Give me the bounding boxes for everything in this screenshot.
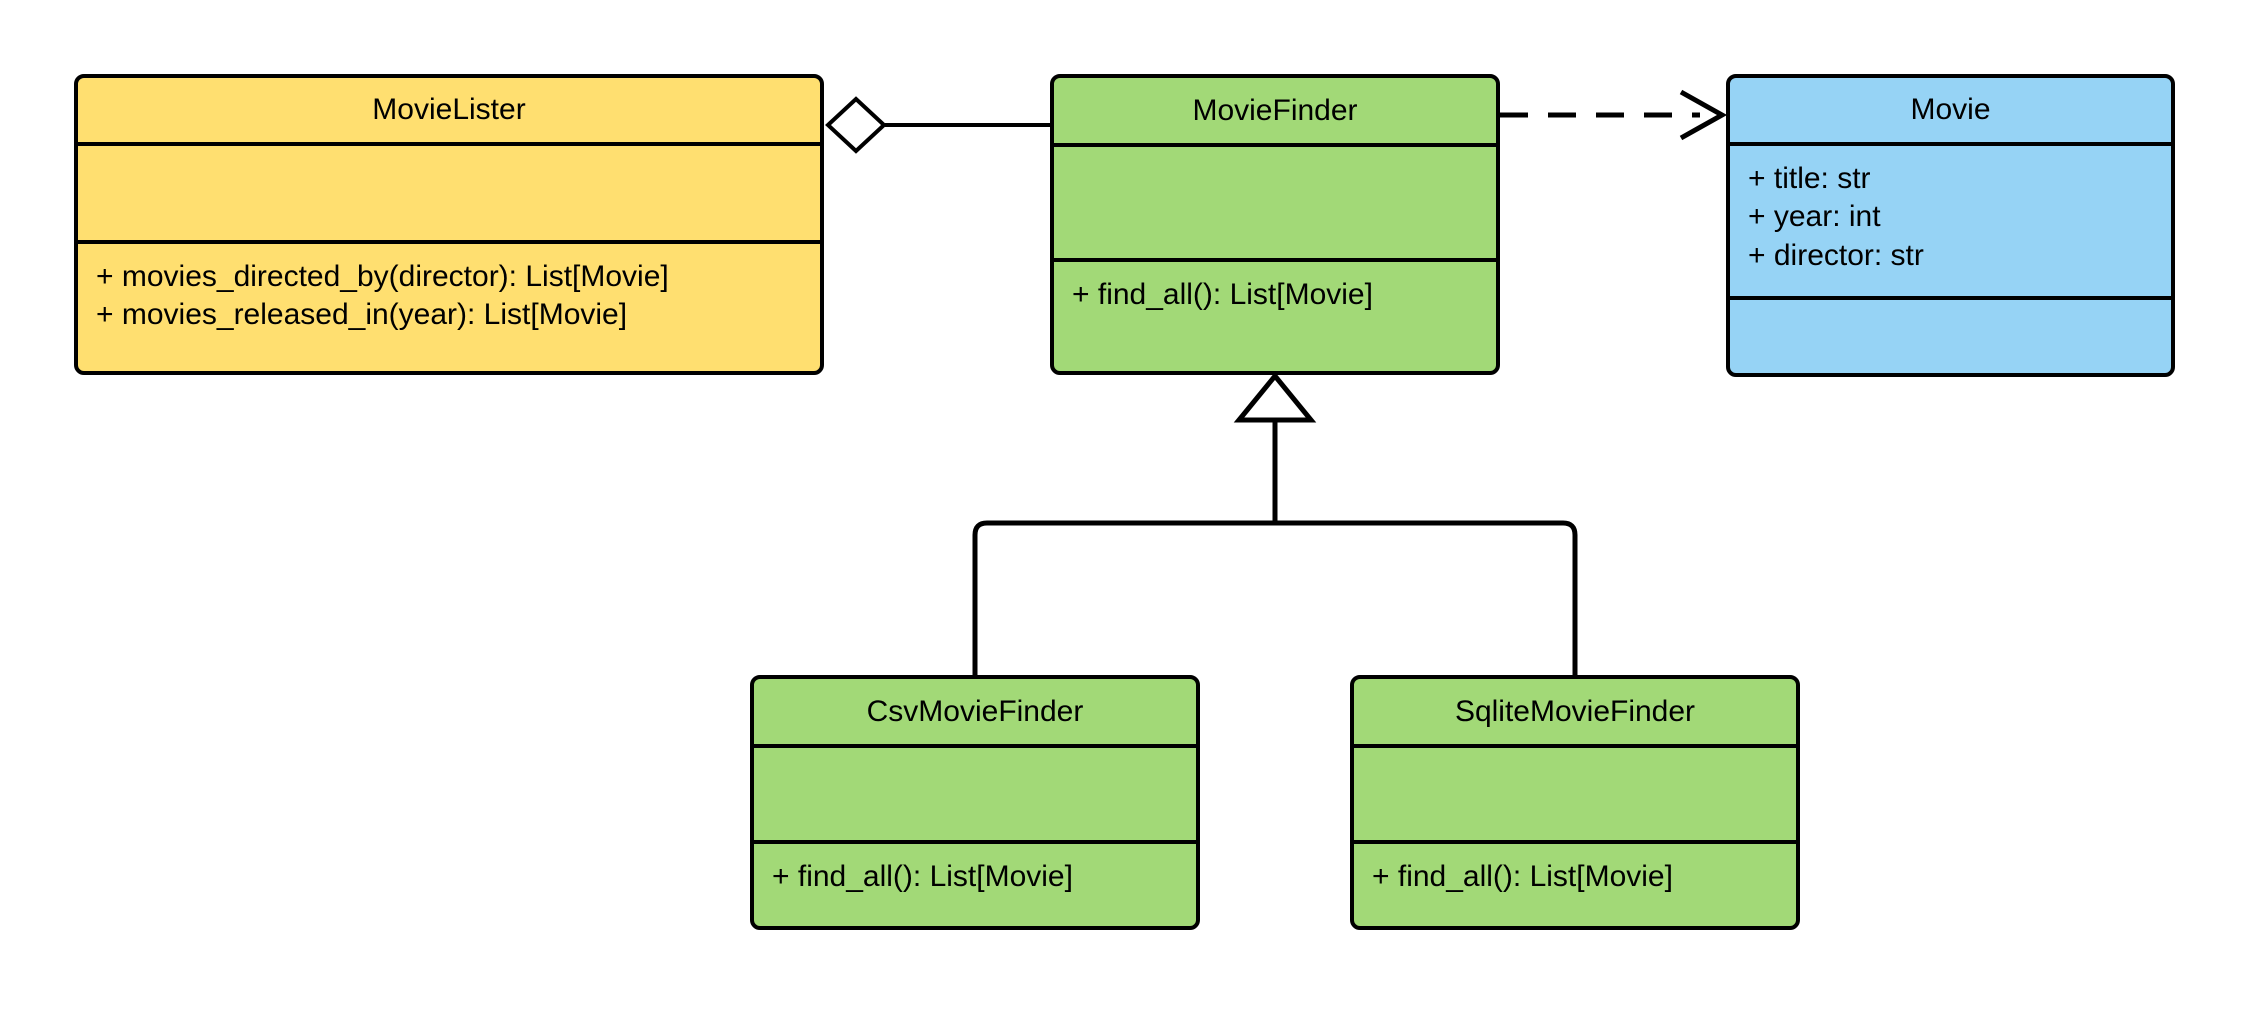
hollow-triangle-icon xyxy=(1233,372,1317,423)
open-arrow-icon xyxy=(1679,89,1728,141)
method-item: + find_all(): List[Movie] xyxy=(1372,860,1673,893)
class-name-compartment: MovieLister xyxy=(78,78,820,146)
method-item: + find_all(): List[Movie] xyxy=(772,860,1073,893)
class-title: MovieLister xyxy=(372,93,526,126)
generalization-tree xyxy=(972,372,1578,675)
aggregation-lister-finder xyxy=(825,96,1050,154)
class-methods-compartment: + find_all(): List[Movie] xyxy=(1354,844,1796,926)
method-item: + movies_directed_by(director): List[Mov… xyxy=(96,260,669,293)
attribute-item: + year: int xyxy=(1748,200,1881,234)
class-attributes-compartment xyxy=(1354,748,1796,844)
class-title: Movie xyxy=(1910,93,1991,126)
class-title: MovieFinder xyxy=(1192,93,1358,127)
class-methods-compartment xyxy=(1730,300,2171,373)
hollow-diamond-icon xyxy=(825,96,887,154)
class-name-compartment: SqliteMovieFinder xyxy=(1354,679,1796,748)
class-name-compartment: CsvMovieFinder xyxy=(754,679,1196,748)
class-name-compartment: Movie xyxy=(1730,78,2171,146)
method-item: + find_all(): List[Movie] xyxy=(1072,278,1373,311)
method-item: + movies_released_in(year): List[Movie] xyxy=(96,298,628,332)
class-box-movie[interactable]: Movie + title: str + year: int + directo… xyxy=(1726,74,2175,377)
class-title: CsvMovieFinder xyxy=(866,694,1084,728)
class-attributes-compartment: + title: str + year: int + director: str xyxy=(1730,146,2171,300)
class-attributes-compartment xyxy=(1054,147,1496,262)
class-box-movie-finder[interactable]: MovieFinder + find_all(): List[Movie] xyxy=(1050,74,1500,375)
class-box-movie-lister[interactable]: MovieLister + movies_directed_by(directo… xyxy=(74,74,824,375)
class-title: SqliteMovieFinder xyxy=(1454,694,1696,728)
attribute-item: + director: str xyxy=(1748,238,1924,272)
class-attributes-compartment xyxy=(78,146,820,244)
class-name-compartment: MovieFinder xyxy=(1054,78,1496,147)
class-box-csv-movie-finder[interactable]: CsvMovieFinder + find_all(): List[Movie] xyxy=(750,675,1200,930)
class-methods-compartment: + find_all(): List[Movie] xyxy=(754,844,1196,926)
dependency-finder-movie xyxy=(1500,89,1728,141)
class-methods-compartment: + movies_directed_by(director): List[Mov… xyxy=(78,244,820,371)
class-attributes-compartment xyxy=(754,748,1196,844)
generalization-fork xyxy=(972,520,1578,675)
class-box-sqlite-movie-finder[interactable]: SqliteMovieFinder + find_all(): List[Mov… xyxy=(1350,675,1800,930)
class-methods-compartment: + find_all(): List[Movie] xyxy=(1054,262,1496,371)
attribute-item: + title: str xyxy=(1748,162,1871,195)
